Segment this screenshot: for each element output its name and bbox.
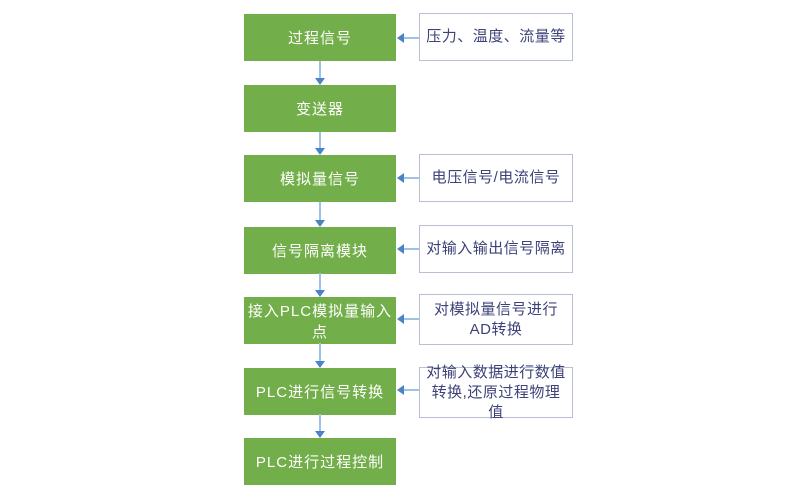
arrow-head — [315, 220, 325, 227]
note-box-ad-conversion: 对模拟量信号进行AD转换 — [419, 294, 573, 345]
note-label: 对输入数据进行数值转换,还原过程物理值 — [426, 363, 566, 421]
flow-step-plc-signal-convert: PLC进行信号转换 — [244, 368, 396, 415]
flow-step-label: PLC进行过程控制 — [255, 454, 385, 471]
flow-step-process-signal: 过程信号 — [244, 14, 396, 61]
arrow-line — [319, 273, 321, 291]
left-arrow-icon — [397, 173, 419, 183]
arrow-line — [319, 61, 321, 79]
arrow-line — [319, 202, 321, 221]
down-arrow-icon — [315, 202, 325, 227]
arrow-head — [397, 173, 404, 183]
flow-step-analog-signal: 模拟量信号 — [244, 155, 396, 202]
arrow-head — [397, 244, 404, 254]
note-label: 电压信号/电流信号 — [431, 169, 561, 186]
down-arrow-icon — [315, 132, 325, 155]
arrow-line — [403, 318, 419, 320]
note-label: 对输入输出信号隔离 — [426, 240, 566, 257]
left-arrow-icon — [397, 33, 419, 43]
arrow-line — [403, 389, 419, 391]
flow-step-label: 模拟量信号 — [279, 171, 360, 188]
flow-step-label: 接入PLC模拟量输入点 — [247, 302, 393, 341]
down-arrow-icon — [315, 273, 325, 297]
flow-step-label: PLC进行信号转换 — [255, 384, 385, 401]
note-label: 对模拟量信号进行AD转换 — [433, 300, 558, 338]
arrow-head — [315, 431, 325, 438]
flow-step-plc-analog-input: 接入PLC模拟量输入点 — [244, 297, 396, 344]
note-box-value-conversion: 对输入数据进行数值转换,还原过程物理值 — [419, 364, 573, 421]
arrow-line — [319, 132, 321, 149]
arrow-line — [403, 37, 419, 39]
flow-step-label: 过程信号 — [287, 30, 352, 47]
flow-step-signal-isolation: 信号隔离模块 — [244, 227, 396, 274]
left-arrow-icon — [397, 385, 419, 395]
arrow-line — [403, 177, 419, 179]
arrow-head — [397, 385, 404, 395]
left-arrow-icon — [397, 314, 419, 324]
arrow-line — [403, 248, 419, 250]
arrow-head — [315, 361, 325, 368]
note-box-process-signal: 压力、温度、流量等 — [419, 13, 573, 61]
arrow-head — [315, 290, 325, 297]
flow-step-label: 信号隔离模块 — [271, 243, 368, 260]
flow-step-transmitter: 变送器 — [244, 85, 396, 132]
note-box-signal-isolation: 对输入输出信号隔离 — [419, 225, 573, 273]
arrow-line — [319, 343, 321, 362]
arrow-line — [319, 414, 321, 432]
down-arrow-icon — [315, 414, 325, 438]
flow-step-plc-process-control: PLC进行过程控制 — [244, 438, 396, 485]
arrow-head — [315, 78, 325, 85]
arrow-head — [397, 33, 404, 43]
note-label: 压力、温度、流量等 — [426, 28, 566, 45]
flow-step-label: 变送器 — [295, 101, 344, 118]
arrow-head — [315, 148, 325, 155]
note-box-analog-signal: 电压信号/电流信号 — [419, 154, 573, 202]
left-arrow-icon — [397, 244, 419, 254]
down-arrow-icon — [315, 61, 325, 85]
down-arrow-icon — [315, 343, 325, 368]
arrow-head — [397, 314, 404, 324]
